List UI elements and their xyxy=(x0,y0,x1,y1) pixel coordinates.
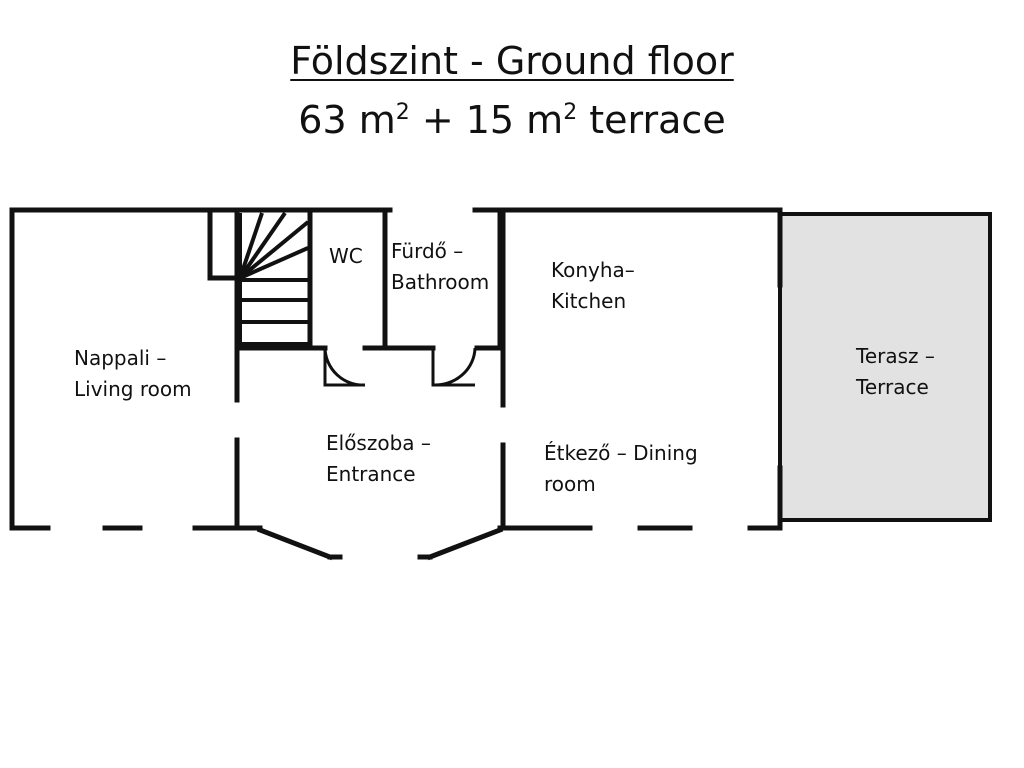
stair-winder xyxy=(239,246,309,280)
floor-area-sup2: 2 xyxy=(563,100,578,125)
room-label-living-line1: Nappali – xyxy=(74,346,167,370)
room-label-entrance-line1: Előszoba – xyxy=(326,431,431,455)
bathroom-door-arc xyxy=(432,347,477,387)
terrace-area xyxy=(778,212,992,522)
room-label-entrance: Előszoba – Entrance xyxy=(326,428,431,490)
doors xyxy=(323,347,477,387)
room-label-wc-line1: WC xyxy=(329,244,363,268)
floor-area-part2: + 15 m xyxy=(409,98,564,142)
floor-title: Földszint - Ground floor 63 m2 + 15 m2 t… xyxy=(0,38,1024,145)
bay-wall-right-angle xyxy=(426,526,504,561)
bay-wall-left-angle xyxy=(256,526,334,561)
floor-area: 63 m2 + 15 m2 terrace xyxy=(0,88,1024,145)
room-label-dining: Étkező – Dining room xyxy=(544,438,698,500)
stair-winder xyxy=(238,211,287,280)
room-label-bathroom-line2: Bathroom xyxy=(391,270,490,294)
stair-winder xyxy=(238,220,310,280)
room-label-kitchen-line2: Kitchen xyxy=(551,289,627,313)
floor-area-part1: 63 m xyxy=(298,98,396,142)
room-label-bathroom: Fürdő – Bathroom xyxy=(391,236,489,298)
staircase xyxy=(238,211,310,346)
room-label-dining-line1: Étkező – Dining xyxy=(544,441,698,465)
walls xyxy=(9,207,783,561)
room-label-living: Nappali – Living room xyxy=(74,343,192,405)
room-label-living-line2: Living room xyxy=(74,377,192,401)
room-label-terrace: Terasz – Terrace xyxy=(856,341,935,403)
room-label-wc: WC xyxy=(329,241,363,272)
stair-winder xyxy=(238,212,264,279)
room-label-kitchen-line1: Konyha– xyxy=(551,258,635,282)
wc-door-arc xyxy=(323,347,366,387)
room-label-dining-line2: room xyxy=(544,472,596,496)
room-label-terrace-line1: Terasz – xyxy=(856,344,935,368)
floor-area-sup1: 2 xyxy=(395,100,410,125)
room-label-kitchen: Konyha– Kitchen xyxy=(551,255,635,317)
floor-name: Földszint - Ground floor xyxy=(290,39,734,83)
room-label-entrance-line2: Entrance xyxy=(326,462,416,486)
room-label-terrace-line2: Terrace xyxy=(856,375,929,399)
floor-area-part3: terrace xyxy=(577,98,726,142)
room-label-bathroom-line1: Fürdő – xyxy=(391,239,464,263)
